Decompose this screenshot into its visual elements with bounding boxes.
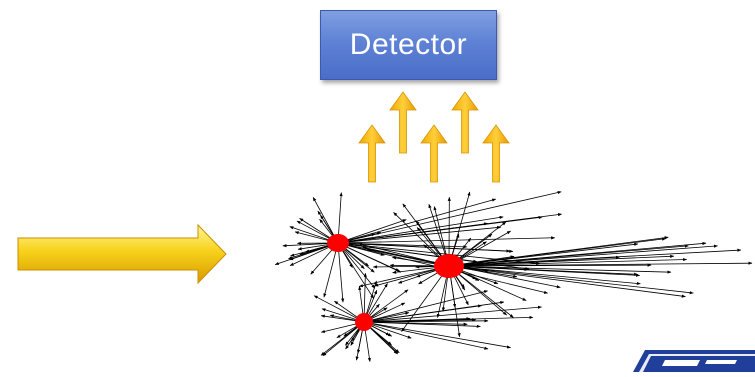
up-arrow-icon	[359, 125, 385, 182]
up-arrow-icon	[421, 125, 447, 182]
scatter-ray	[364, 322, 511, 348]
beam-arrow-icon	[18, 225, 226, 283]
detector-box: Detector	[320, 10, 497, 80]
scatter-lines	[275, 192, 752, 362]
logo-icon	[625, 346, 755, 372]
up-arrow-icon	[483, 125, 509, 182]
red-dot-icon	[355, 313, 373, 331]
emission-arrows	[359, 92, 509, 182]
scatter-ray	[338, 199, 496, 243]
red-dot-icon	[327, 234, 349, 252]
scatter-ray	[364, 291, 488, 322]
detector-label: Detector	[350, 28, 467, 62]
up-arrow-icon	[390, 92, 416, 153]
up-arrow-icon	[452, 92, 478, 153]
scatter-ray	[338, 227, 501, 243]
incoming-beam	[18, 225, 226, 283]
red-dot-icon	[434, 254, 464, 278]
